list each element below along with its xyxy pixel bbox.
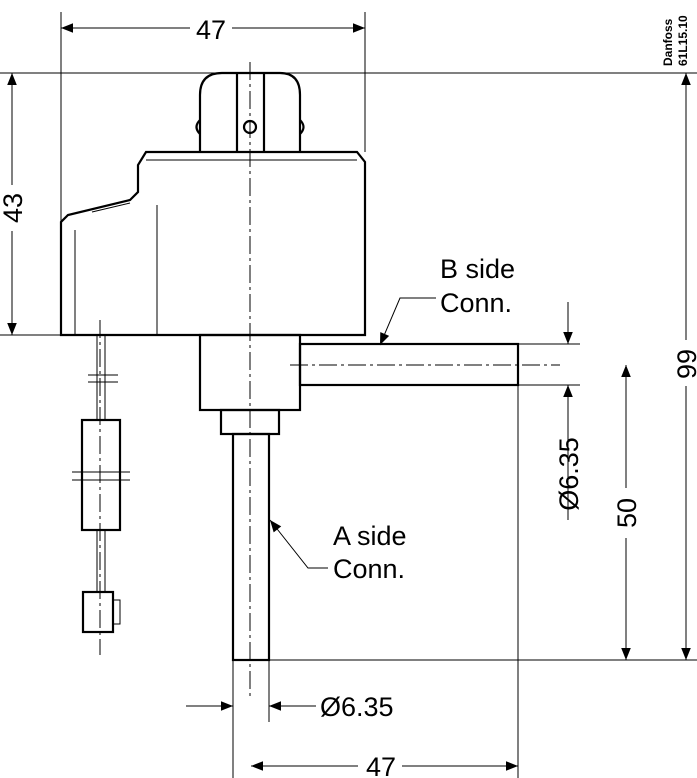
a-side-tube: [231, 432, 271, 662]
valve-outline: [59, 71, 520, 662]
center-lines: [99, 62, 560, 700]
motor-cable: [72, 335, 130, 634]
b-side-label-line1: B side: [440, 254, 515, 284]
motor-housing: [59, 150, 367, 337]
dim-b-diameter: Ø6.35: [554, 437, 584, 511]
cable-plug: [81, 590, 115, 634]
b-side-label-line2: Conn.: [440, 288, 512, 318]
reference-brand: Danfoss: [661, 18, 675, 66]
dim-height-top: 43: [0, 193, 28, 223]
reference-code: 61L15.10: [676, 15, 690, 66]
dim-outlet-height: 50: [612, 498, 642, 528]
a-side-label-line2: Conn.: [333, 554, 405, 584]
dim-top-width: 47: [196, 15, 226, 45]
a-side-label-line1: A side: [333, 521, 407, 551]
dimension-lines: [7, 23, 691, 771]
dim-bottom-width: 47: [366, 752, 396, 778]
dim-a-diameter: Ø6.35: [320, 692, 394, 722]
ferrite-bead: [80, 418, 122, 532]
dim-overall-height: 99: [672, 349, 697, 379]
